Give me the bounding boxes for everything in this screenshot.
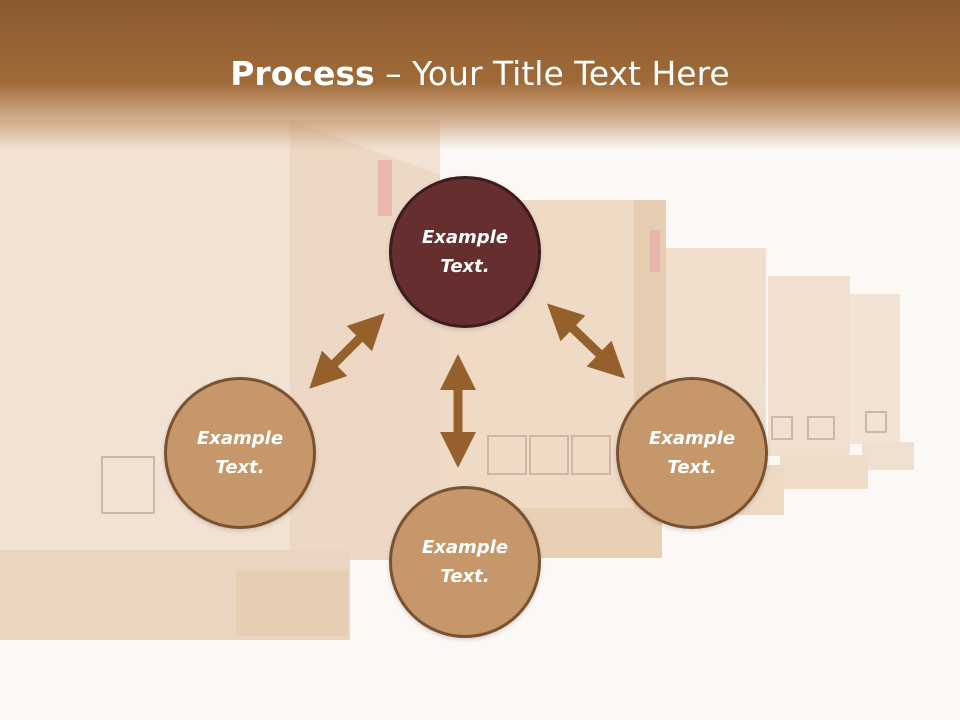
slide-title: Process – Your Title Text Here bbox=[0, 52, 960, 96]
process-node-right[interactable]: Example Text. bbox=[616, 377, 768, 529]
arrow-left-top bbox=[309, 313, 385, 389]
process-node-left-label: Example Text. bbox=[196, 428, 284, 478]
title-bold: Process bbox=[230, 54, 375, 93]
process-node-right-label: Example Text. bbox=[648, 428, 736, 478]
process-node-bottom-label: Example Text. bbox=[421, 537, 509, 587]
arrow-top-right bbox=[547, 303, 625, 379]
process-node-bottom[interactable]: Example Text. bbox=[389, 486, 541, 638]
title-rest: – Your Title Text Here bbox=[374, 54, 730, 93]
process-node-top-label: Example Text. bbox=[421, 227, 509, 277]
process-node-top[interactable]: Example Text. bbox=[389, 176, 541, 328]
title-band bbox=[0, 0, 960, 150]
process-node-left[interactable]: Example Text. bbox=[164, 377, 316, 529]
